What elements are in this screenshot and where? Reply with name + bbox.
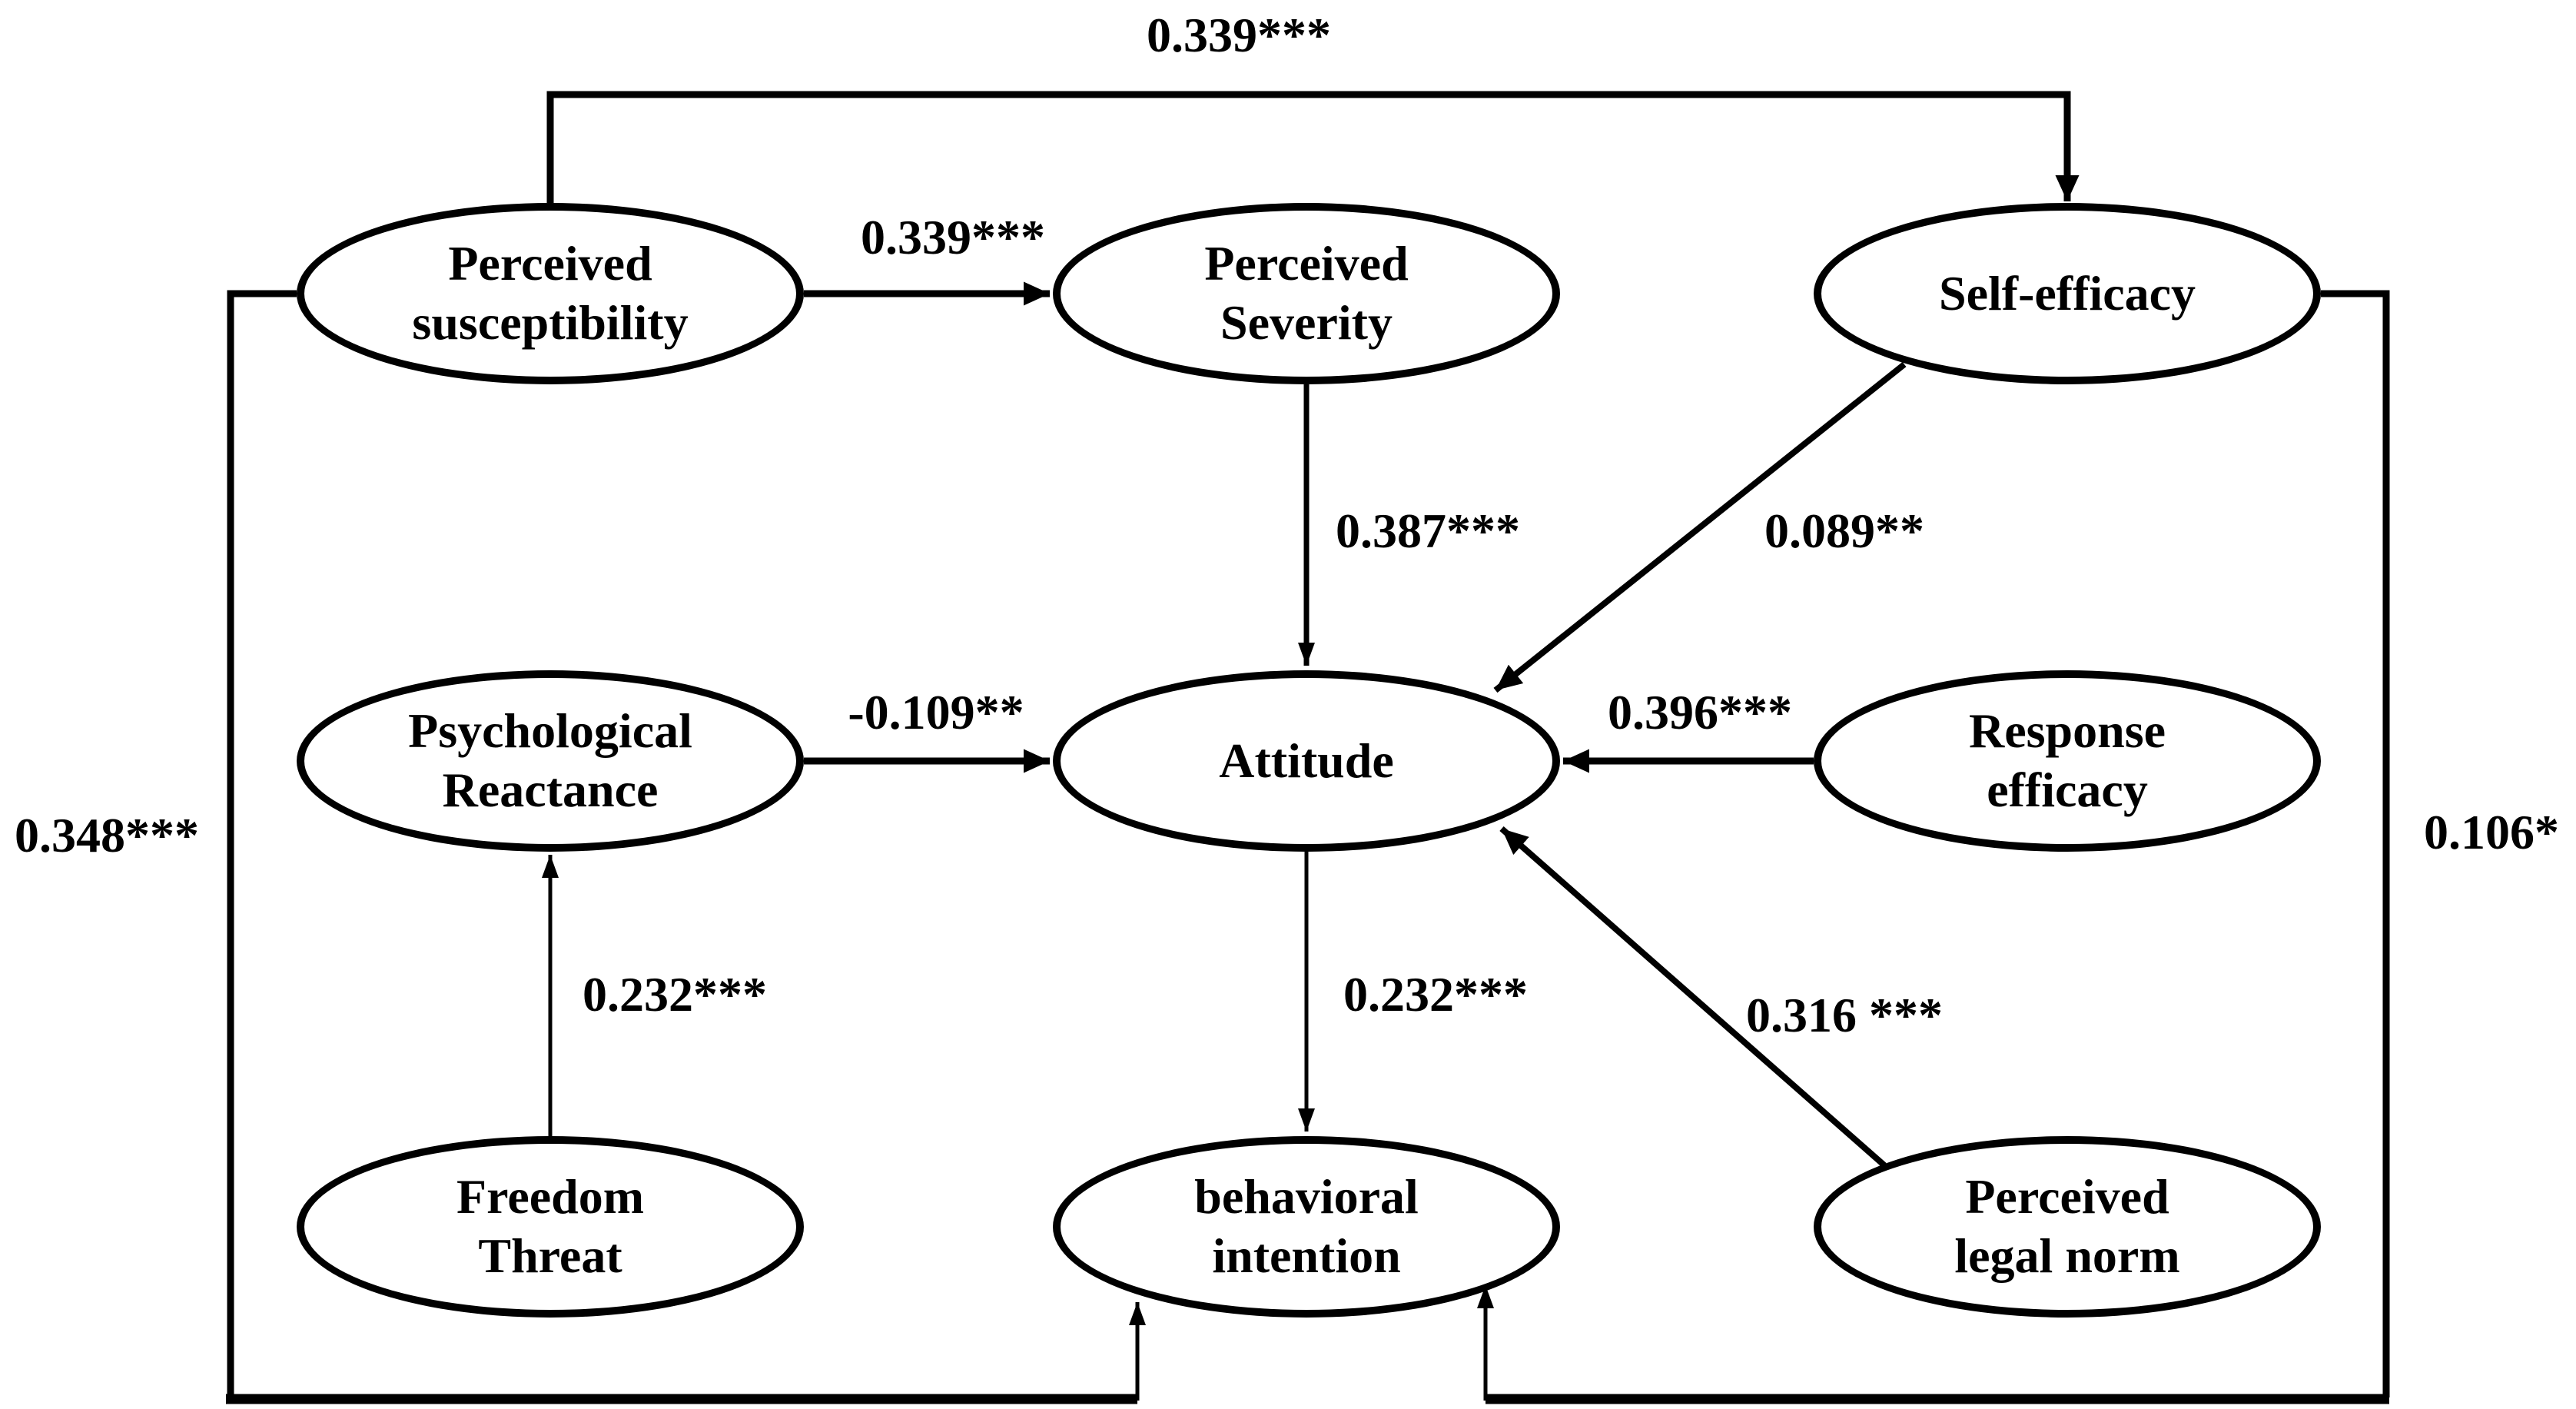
node-label-line: intention: [1212, 1228, 1401, 1283]
node-perceived-severity: Perceived Severity: [1053, 203, 1560, 384]
edge-legal-norm-to-attitude: [1499, 826, 1887, 1168]
node-perceived-susceptibility: Perceived susceptibility: [297, 203, 804, 384]
node-psychological-reactance: Psychological Reactance: [297, 670, 804, 852]
node-label-line: Perceived: [1204, 236, 1409, 291]
coefficient-legal-norm-attitude: 0.316 ***: [1746, 988, 1943, 1042]
node-self-efficacy: Self-efficacy: [1814, 203, 2321, 384]
node-label-line: Freedom: [456, 1169, 645, 1225]
edge-self-efficacy-to-attitude: [1493, 361, 1907, 693]
node-perceived-legal-norm: Perceived legal norm: [1814, 1136, 2321, 1318]
node-label-line: Perceived: [448, 236, 652, 291]
coefficient-attitude-intention: 0.232***: [1343, 967, 1528, 1022]
edge-susceptibility-to-intention-left-segment: [227, 290, 297, 1397]
coefficient-response-efficacy-attitude: 0.396***: [1608, 685, 1792, 739]
node-label-line: Perceived: [1965, 1169, 2169, 1225]
coefficient-self-efficacy-attitude: 0.089**: [1764, 503, 1924, 558]
node-label-line: efficacy: [1987, 763, 2148, 817]
node-response-efficacy: Response efficacy: [1814, 670, 2321, 852]
coefficient-susceptibility-intention: 0.348***: [15, 808, 199, 862]
node-behavioral-intention: behavioral intention: [1053, 1136, 1560, 1318]
node-label-line: Threat: [478, 1228, 622, 1283]
coefficient-susceptibility-self-efficacy: 0.339***: [1147, 8, 1331, 62]
coefficient-susceptibility-severity: 0.339***: [861, 210, 1045, 264]
node-label-line: behavioral: [1194, 1169, 1419, 1225]
node-label-line: Response: [1968, 703, 2166, 759]
coefficient-freedom-threat-reactance: 0.232***: [583, 967, 767, 1022]
edge-susceptibility-to-self-efficacy: [546, 91, 2080, 203]
node-label-line: legal norm: [1954, 1228, 2180, 1283]
node-label-line: susceptibility: [412, 295, 689, 350]
node-label-line: Psychological: [408, 703, 692, 759]
node-freedom-threat: Freedom Threat: [297, 1136, 804, 1318]
coefficient-self-efficacy-intention: 0.106*: [2424, 805, 2559, 859]
edge-self-efficacy-to-intention-right-segment: [2321, 290, 2390, 1397]
node-attitude: Attitude: [1053, 670, 1560, 852]
node-label-line: Severity: [1220, 295, 1393, 350]
coefficient-severity-attitude: 0.387***: [1336, 503, 1520, 558]
node-label-line: Reactance: [442, 763, 659, 817]
node-label-line: Self-efficacy: [1938, 265, 2196, 321]
node-label-line: Attitude: [1219, 733, 1394, 788]
coefficient-reactance-attitude: -0.109**: [848, 685, 1024, 739]
